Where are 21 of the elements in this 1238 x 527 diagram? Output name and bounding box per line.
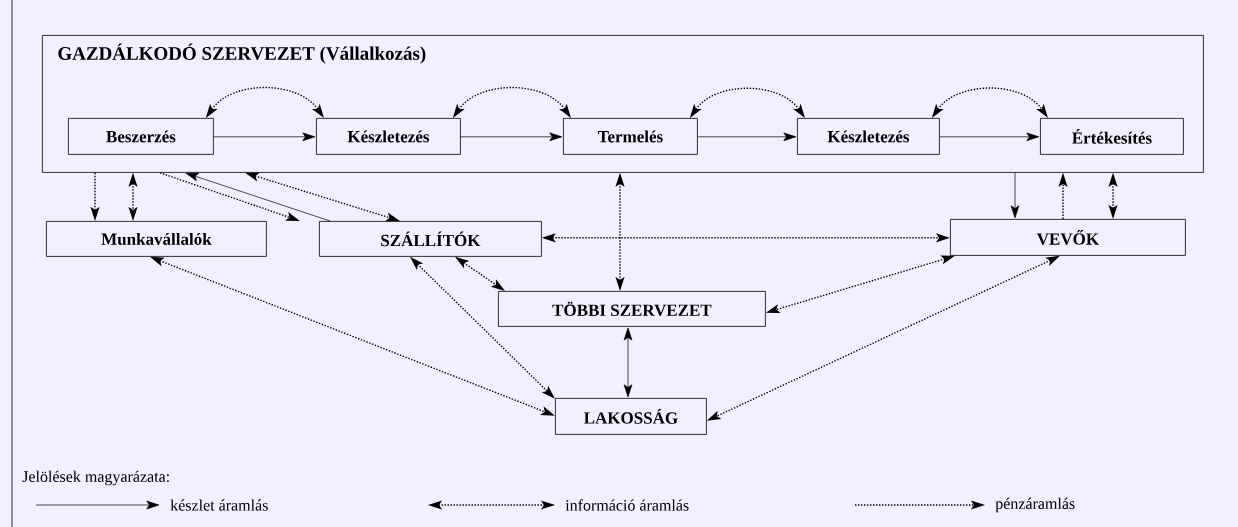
entity-box: Munkavállalók [46, 221, 267, 257]
arrow [697, 132, 797, 142]
arrow [623, 327, 633, 398]
entity-box: TÖBBI SZERVEZET [498, 291, 766, 327]
process-box: Termelés [563, 118, 698, 155]
process-box: Készletezés [316, 118, 461, 155]
entity-box: VEVŐK [950, 219, 1186, 256]
legend-text: információ áramlás [565, 499, 689, 511]
arrow [185, 172, 331, 222]
process-box: Készletezés [797, 118, 940, 155]
legend-text: készlet áramlás [170, 499, 268, 511]
arrow [939, 132, 1040, 142]
entity-box: SZÁLLÍTÓK [319, 221, 542, 257]
process-box: Értékesítés [1040, 118, 1184, 155]
legend-heading: Jelölések magyarázata: [22, 470, 169, 486]
legend-text: pénzáramlás [995, 497, 1075, 513]
process-box: Beszerzés [68, 118, 214, 155]
arrow [460, 132, 563, 142]
arrow [213, 132, 316, 142]
arrow [1010, 172, 1020, 219]
entity-box: LAKOSSÁG [555, 398, 707, 435]
